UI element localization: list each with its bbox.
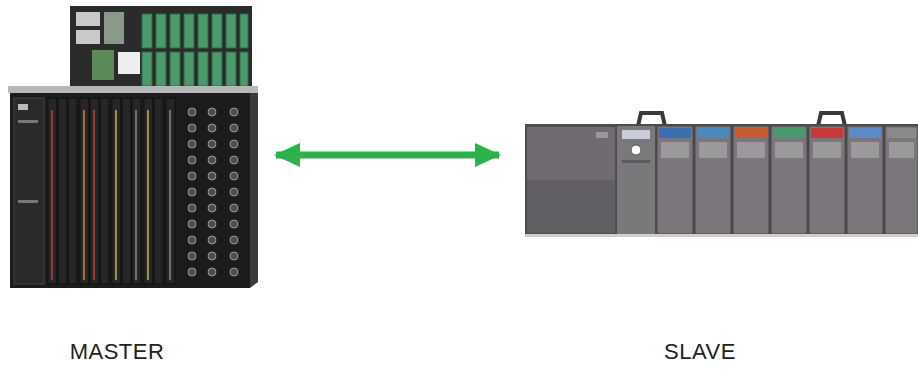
slave-plc: [525, 113, 918, 237]
device-label: SLAVE: [664, 340, 736, 364]
device-node: MASTER: [0, 0, 272, 372]
device-label: MASTER: [70, 340, 165, 364]
device-node: SLAVE: [503, 0, 918, 372]
double-arrow: [276, 152, 499, 159]
master-plc: [8, 6, 258, 288]
